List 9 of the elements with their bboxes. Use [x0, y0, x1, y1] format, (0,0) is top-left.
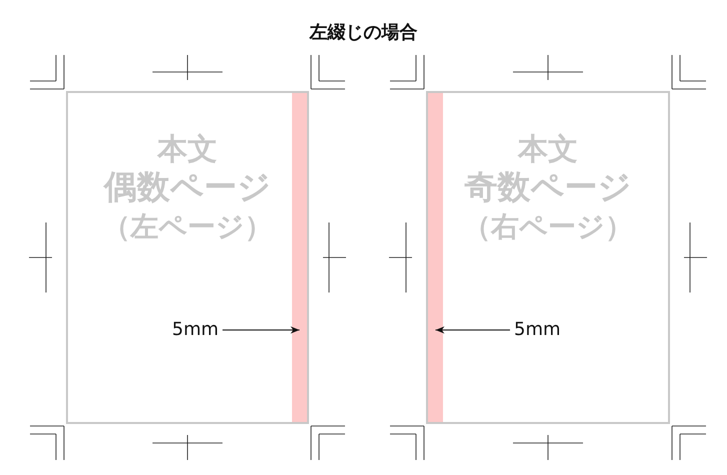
dimension-label: 5mm: [514, 321, 561, 339]
page-outline: [426, 91, 670, 424]
binding-margin-strip: [428, 93, 443, 422]
binding-margin-strip: [292, 93, 307, 422]
arrow: [222, 326, 300, 334]
arrow: [435, 326, 510, 334]
title: 左綴じの場合: [310, 22, 418, 43]
page-outline: [66, 91, 309, 424]
dimension-label: 5mm: [172, 321, 219, 339]
